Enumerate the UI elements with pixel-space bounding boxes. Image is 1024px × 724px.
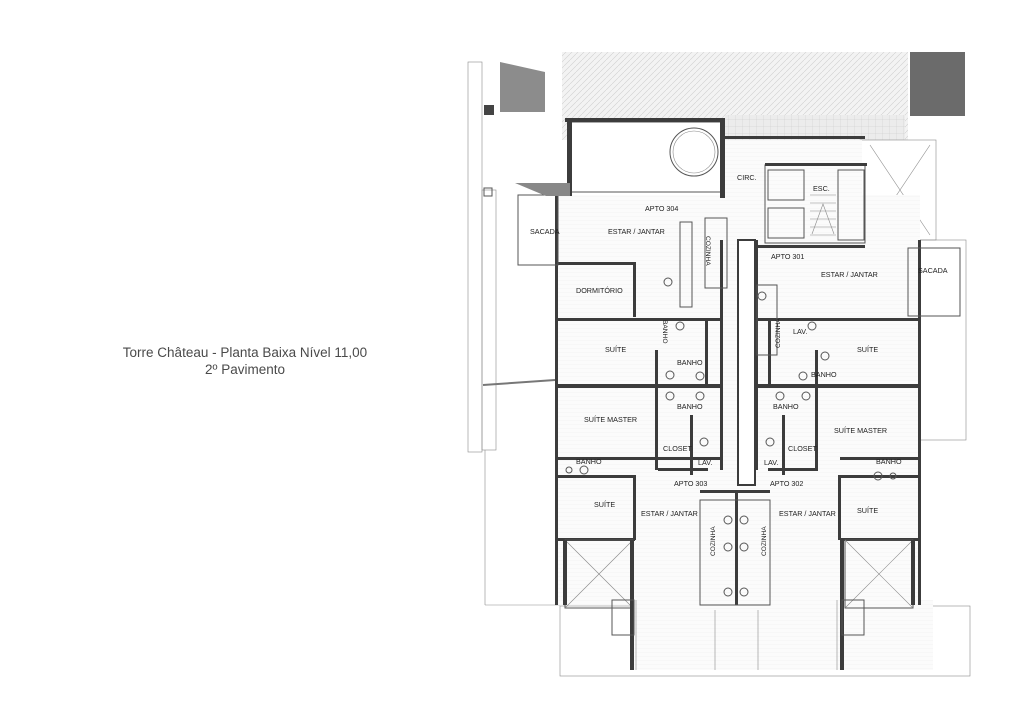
label-banho-304-b: BANHO (677, 358, 703, 367)
label-estar-301: ESTAR / JANTAR (821, 270, 878, 279)
label-estar-303: ESTAR / JANTAR (641, 509, 698, 518)
label-cozinha-301: COZINHA (775, 318, 782, 348)
label-closet-302: CLOSET (788, 444, 817, 453)
label-sacada-left: SACADA (530, 227, 560, 236)
building-footprint (515, 118, 961, 670)
label-cozinha-303: COZINHA (710, 526, 717, 556)
label-sacada-right: SACADA (918, 266, 948, 275)
label-dormitorio: DORMITÓRIO (576, 286, 623, 295)
plan-caption: Torre Château - Planta Baixa Nível 11,00… (90, 344, 400, 378)
label-estar-302: ESTAR / JANTAR (779, 509, 836, 518)
label-suite-master-302: SUÍTE MASTER (834, 426, 887, 435)
label-lav-302: LAV. (764, 458, 778, 467)
label-banho-302-b: BANHO (876, 457, 902, 466)
label-banho-303-b: BANHO (576, 457, 602, 466)
label-apto-303: APTO 303 (674, 479, 707, 488)
room-labels: CIRC. ESC. APTO 304 APTO 301 APTO 303 AP… (530, 173, 948, 556)
label-estar-304: ESTAR / JANTAR (608, 227, 665, 236)
label-lav-303: LAV. (698, 458, 712, 467)
label-banho-302-a: BANHO (773, 402, 799, 411)
label-banho-303-a: BANHO (677, 402, 703, 411)
label-suite-301: SUÍTE (857, 345, 878, 354)
label-closet-303: CLOSET (663, 444, 692, 453)
label-cozinha-304: COZINHA (704, 236, 711, 266)
label-apto-301: APTO 301 (771, 252, 804, 261)
label-suite-304: SUÍTE (605, 345, 626, 354)
label-suite-303: SUÍTE (594, 500, 615, 509)
label-suite-master-303: SUÍTE MASTER (584, 415, 637, 424)
label-apto-302: APTO 302 (770, 479, 803, 488)
label-lav-301: LAV. (793, 327, 807, 336)
label-banho-304-a: BANHO (661, 320, 668, 343)
label-cozinha-302: COZINHA (761, 526, 768, 556)
label-banho-301: BANHO (811, 370, 837, 379)
label-esc: ESC. (813, 184, 830, 193)
label-suite-302: SUÍTE (857, 506, 878, 515)
plan-title: Torre Château - Planta Baixa Nível 11,00 (122, 345, 368, 360)
plan-subtitle: 2º Pavimento (205, 362, 285, 377)
label-apto-304: APTO 304 (645, 204, 678, 213)
label-circ: CIRC. (737, 173, 757, 182)
